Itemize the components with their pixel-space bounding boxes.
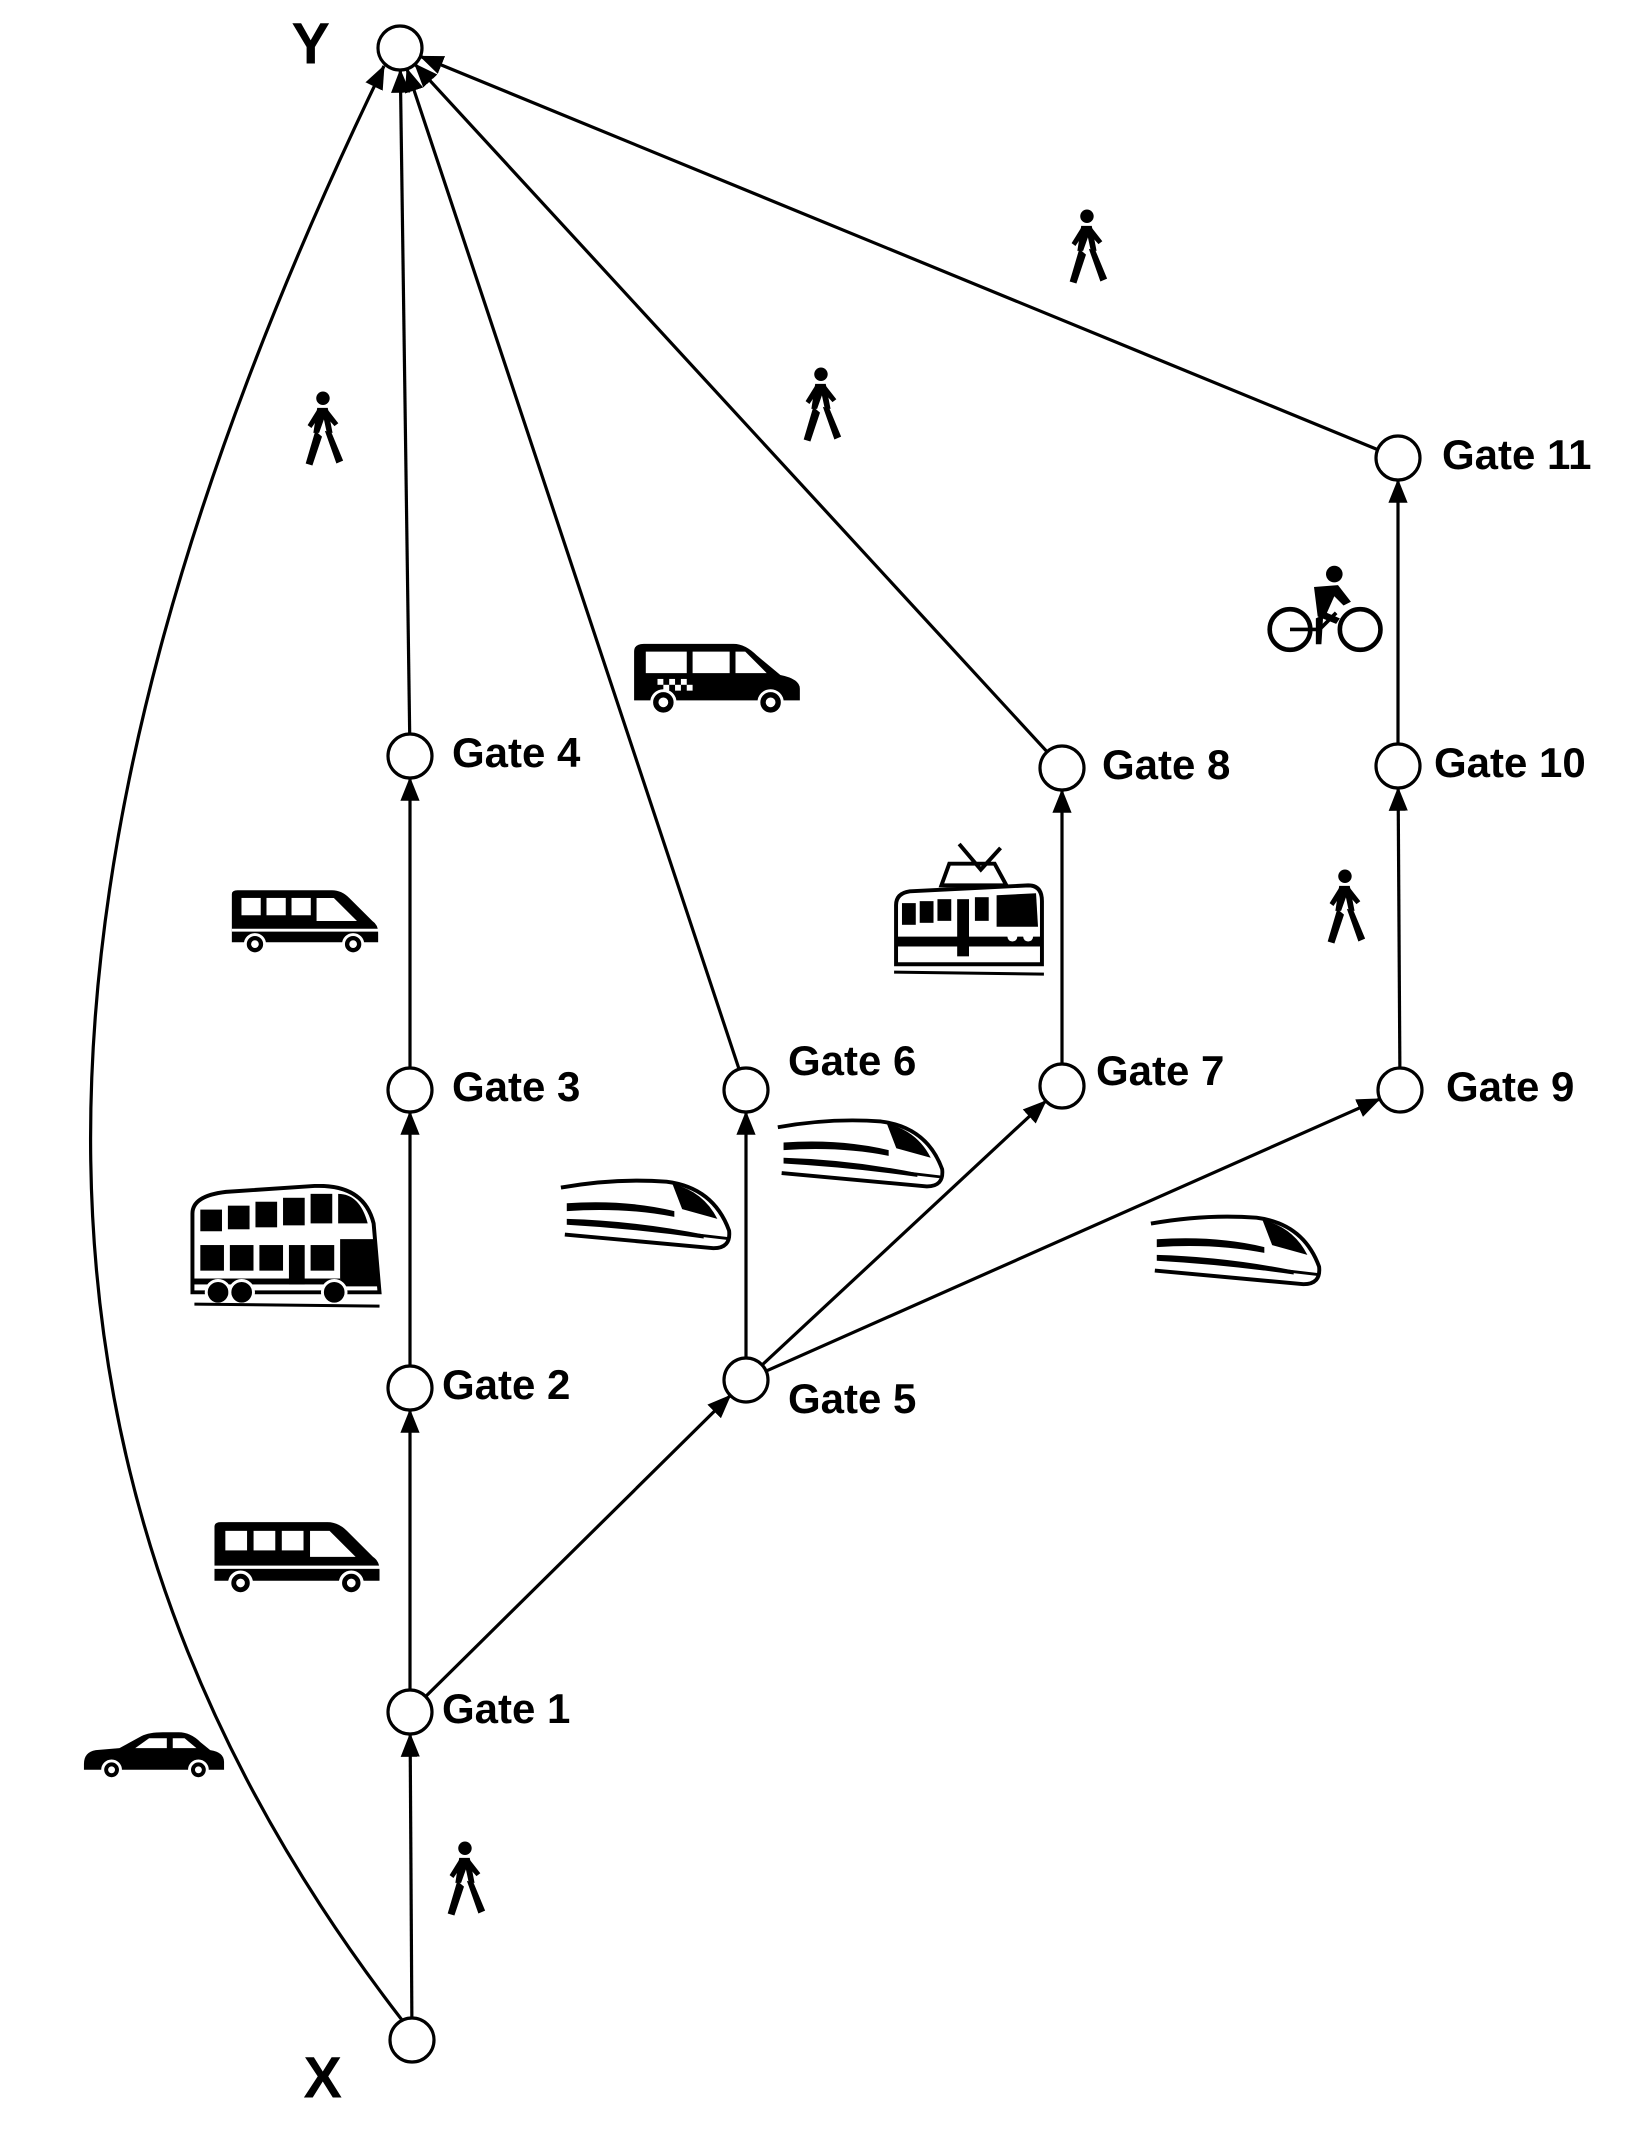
node-g8: [1038, 744, 1086, 792]
node-g4: [386, 732, 434, 780]
node-g7: [1038, 1062, 1086, 1110]
node-label-g5: Gate 5: [788, 1375, 916, 1422]
node-g3: [386, 1066, 434, 1114]
tram-icon: [892, 842, 1046, 977]
high-speed-train-icon: [558, 1178, 732, 1251]
taxi-van-icon: [632, 642, 802, 716]
walking-person-icon: [803, 367, 842, 442]
walking-person-icon: [447, 1841, 486, 1916]
walking-person-icon: [1327, 869, 1366, 944]
high-speed-train-icon: [1148, 1214, 1322, 1287]
node-label-g1: Gate 1: [442, 1685, 570, 1732]
edge-X-to-Y: [88, 64, 404, 2021]
node-g9: [1376, 1066, 1424, 1114]
walking-person-icon: [1069, 209, 1108, 284]
node-label-g10: Gate 10: [1434, 739, 1586, 786]
walking-person-icon: [305, 391, 344, 466]
node-g11: [1374, 434, 1422, 482]
edge-g8-to-Y: [413, 63, 1049, 753]
edge-g4-to-Y: [391, 68, 412, 735]
edges-layer: [88, 54, 1408, 2021]
nodes-layer: Y X Gate 1 Gate 2 Gate 3 Gate 4 Gate 5 Gate 6 Ga…: [291, 11, 1591, 2110]
node-g5: [722, 1356, 770, 1404]
high-speed-train-icon: [775, 1118, 945, 1189]
node-label-g4: Gate 4: [452, 729, 581, 776]
node-g1: [386, 1688, 434, 1736]
node-label-Y: Y: [291, 11, 330, 76]
edge-g6-to-Y: [405, 67, 741, 1070]
edge-g11-to-Y: [419, 54, 1379, 452]
node-label-g2: Gate 2: [442, 1361, 570, 1408]
double-decker-bus-icon: [190, 1184, 382, 1309]
node-g6: [722, 1066, 770, 1114]
node-g2: [386, 1364, 434, 1412]
node-X: [388, 2016, 436, 2064]
node-label-g7: Gate 7: [1096, 1047, 1224, 1094]
node-label-g6: Gate 6: [788, 1037, 916, 1084]
cyclist-icon: [1270, 566, 1381, 650]
minibus-icon: [212, 1520, 382, 1596]
node-label-g11: Gate 11: [1442, 431, 1591, 478]
node-label-g3: Gate 3: [452, 1063, 580, 1110]
node-g10: [1374, 742, 1422, 790]
node-label-g9: Gate 9: [1446, 1063, 1574, 1110]
car-icon: [82, 1730, 226, 1780]
node-label-X: X: [303, 2045, 342, 2110]
node-Y: [376, 24, 424, 72]
minibus-icon: [230, 888, 380, 956]
edge-X-to-g1: [400, 1732, 420, 2019]
node-label-g8: Gate 8: [1102, 741, 1230, 788]
edge-g9-to-g10: [1388, 786, 1408, 1069]
edge-g5-to-g9: [765, 1097, 1381, 1373]
edge-g1-to-g5: [424, 1394, 732, 1698]
edge-g5-to-g7: [761, 1099, 1047, 1367]
